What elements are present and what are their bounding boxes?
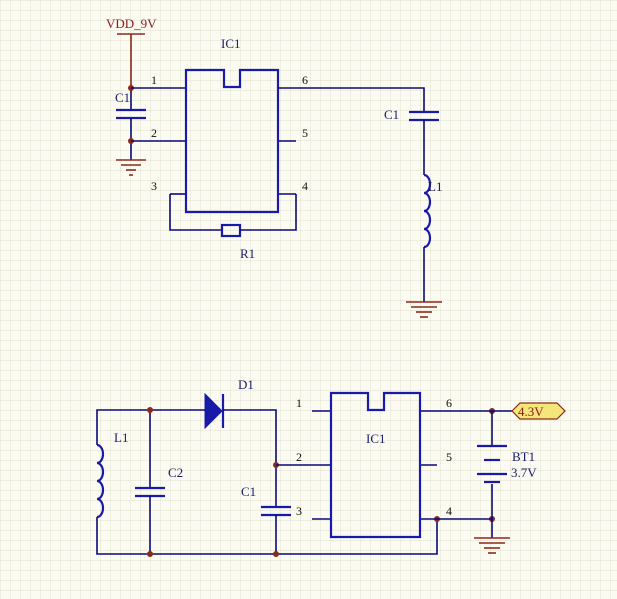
wire bbox=[278, 87, 425, 112]
top-inductor-label: L1 bbox=[428, 179, 442, 194]
top-pin-3: 3 bbox=[151, 179, 157, 193]
wire bbox=[96, 519, 438, 555]
bottom-inductor-l1[interactable]: L1 bbox=[96, 430, 128, 520]
net-port-label: 4.3V bbox=[518, 404, 544, 419]
top-resistor-label: R1 bbox=[240, 246, 255, 261]
bottom-pin-4: 4 bbox=[446, 504, 452, 518]
top-pin-5: 5 bbox=[302, 126, 308, 140]
top-ic1-label: IC1 bbox=[221, 36, 241, 51]
junction-dot bbox=[147, 551, 153, 557]
bottom-capacitor-c2[interactable]: C2 bbox=[135, 410, 183, 554]
top-pin-6: 6 bbox=[302, 73, 308, 87]
bottom-pin-2: 2 bbox=[296, 450, 302, 464]
top-pin-4: 4 bbox=[302, 179, 308, 193]
battery-bt1[interactable]: BT1 3.7V bbox=[477, 411, 537, 538]
top-pin-2: 2 bbox=[151, 126, 157, 140]
top-circuit: VDD_9V C1 IC1 1 2 bbox=[106, 16, 442, 318]
bottom-inductor-label: L1 bbox=[114, 430, 128, 445]
wire bbox=[96, 409, 186, 445]
bottom-cap-c1-label: C1 bbox=[241, 484, 256, 499]
bottom-cap-c2-label: C2 bbox=[168, 465, 183, 480]
bottom-capacitor-c1[interactable]: C1 bbox=[241, 465, 291, 554]
net-port-4v3[interactable]: 4.3V bbox=[511, 402, 566, 420]
bottom-pin-6: 6 bbox=[446, 396, 452, 410]
bottom-pin-1: 1 bbox=[296, 396, 302, 410]
bottom-pin-3: 3 bbox=[296, 504, 302, 518]
top-resistor-r1[interactable]: R1 bbox=[169, 194, 297, 261]
bottom-ic1[interactable]: IC1 bbox=[329, 391, 422, 539]
top-inductor-l1[interactable]: L1 bbox=[423, 173, 442, 302]
bottom-pin-5: 5 bbox=[446, 450, 452, 464]
top-capacitor-c1-right[interactable]: C1 bbox=[384, 107, 439, 175]
bottom-circuit: L1 C2 D1 C1 bbox=[96, 377, 566, 557]
junction-dot bbox=[147, 407, 153, 413]
top-ground-left bbox=[116, 159, 146, 176]
bottom-diode-d1[interactable]: D1 bbox=[186, 377, 277, 465]
bottom-diode-label: D1 bbox=[238, 377, 254, 392]
top-ic1[interactable]: IC1 bbox=[184, 36, 280, 214]
battery-label: BT1 bbox=[512, 449, 535, 464]
battery-value: 3.7V bbox=[511, 465, 537, 480]
vdd-power-port[interactable]: VDD_9V bbox=[106, 16, 157, 88]
top-cap-right-label: C1 bbox=[384, 107, 399, 122]
bottom-ground bbox=[474, 537, 510, 554]
top-cap-left-label: C1 bbox=[115, 90, 130, 105]
top-pin-1: 1 bbox=[151, 73, 157, 87]
bottom-ic1-label: IC1 bbox=[366, 431, 386, 446]
top-ground-right bbox=[406, 301, 442, 318]
vdd-label: VDD_9V bbox=[106, 16, 157, 31]
top-capacitor-c1-left[interactable]: C1 bbox=[115, 88, 146, 160]
junction-dot bbox=[273, 551, 279, 557]
